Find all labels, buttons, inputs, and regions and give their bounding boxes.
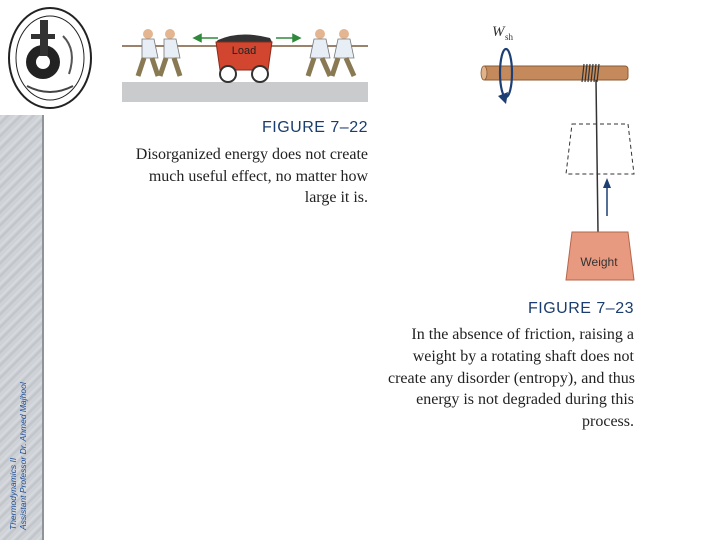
tug-of-war-illustration: Load <box>122 29 368 83</box>
load-cart-icon: Load <box>215 34 273 83</box>
shaft-work-subscript: sh <box>505 32 514 42</box>
sidebar-instructor: Assistant Professor Dr. Ahmed Majhool <box>18 382 28 530</box>
caption-line: process. <box>582 413 634 431</box>
direction-arrows <box>192 33 302 43</box>
rope-coil-icon <box>581 63 600 83</box>
figure-7-23-label: FIGURE 7–23 <box>528 300 634 317</box>
caption-line: weight by a rotating shaft does not <box>412 347 634 365</box>
cart-label: Load <box>232 45 256 57</box>
caption-line: large it is. <box>304 189 368 206</box>
rotating-shaft-illustration: W sh Weight <box>480 24 635 281</box>
right-pullers-icon <box>305 29 357 78</box>
initial-weight-outline <box>565 123 635 175</box>
caption-line: create any disorder (entropy), and thus <box>388 369 636 387</box>
figure-7-23-caption: In the absence of friction, raising a we… <box>388 324 636 433</box>
weight-label: Weight <box>580 255 618 269</box>
university-logo-icon <box>8 7 92 109</box>
sidebar-credit: Thermodynamics II Assistant Professor Dr… <box>8 382 28 530</box>
caption-line: energy is not degraded during this <box>416 391 634 409</box>
ground-strip <box>122 82 368 102</box>
shaft-work-symbol: W <box>492 24 506 40</box>
figure-7-22-caption: Disorganized energy does not create much… <box>128 144 368 209</box>
caption-line: Disorganized energy does not create <box>135 146 368 163</box>
left-pullers-icon <box>135 29 183 77</box>
figure-7-22-label: FIGURE 7–22 <box>262 119 368 136</box>
sidebar-course: Thermodynamics II <box>8 457 18 530</box>
caption-line: much useful effect, no matter how <box>148 167 368 185</box>
caption-line: In the absence of friction, raising a <box>411 326 634 343</box>
weight-block-icon <box>565 231 635 281</box>
sidebar-strip <box>0 115 44 540</box>
